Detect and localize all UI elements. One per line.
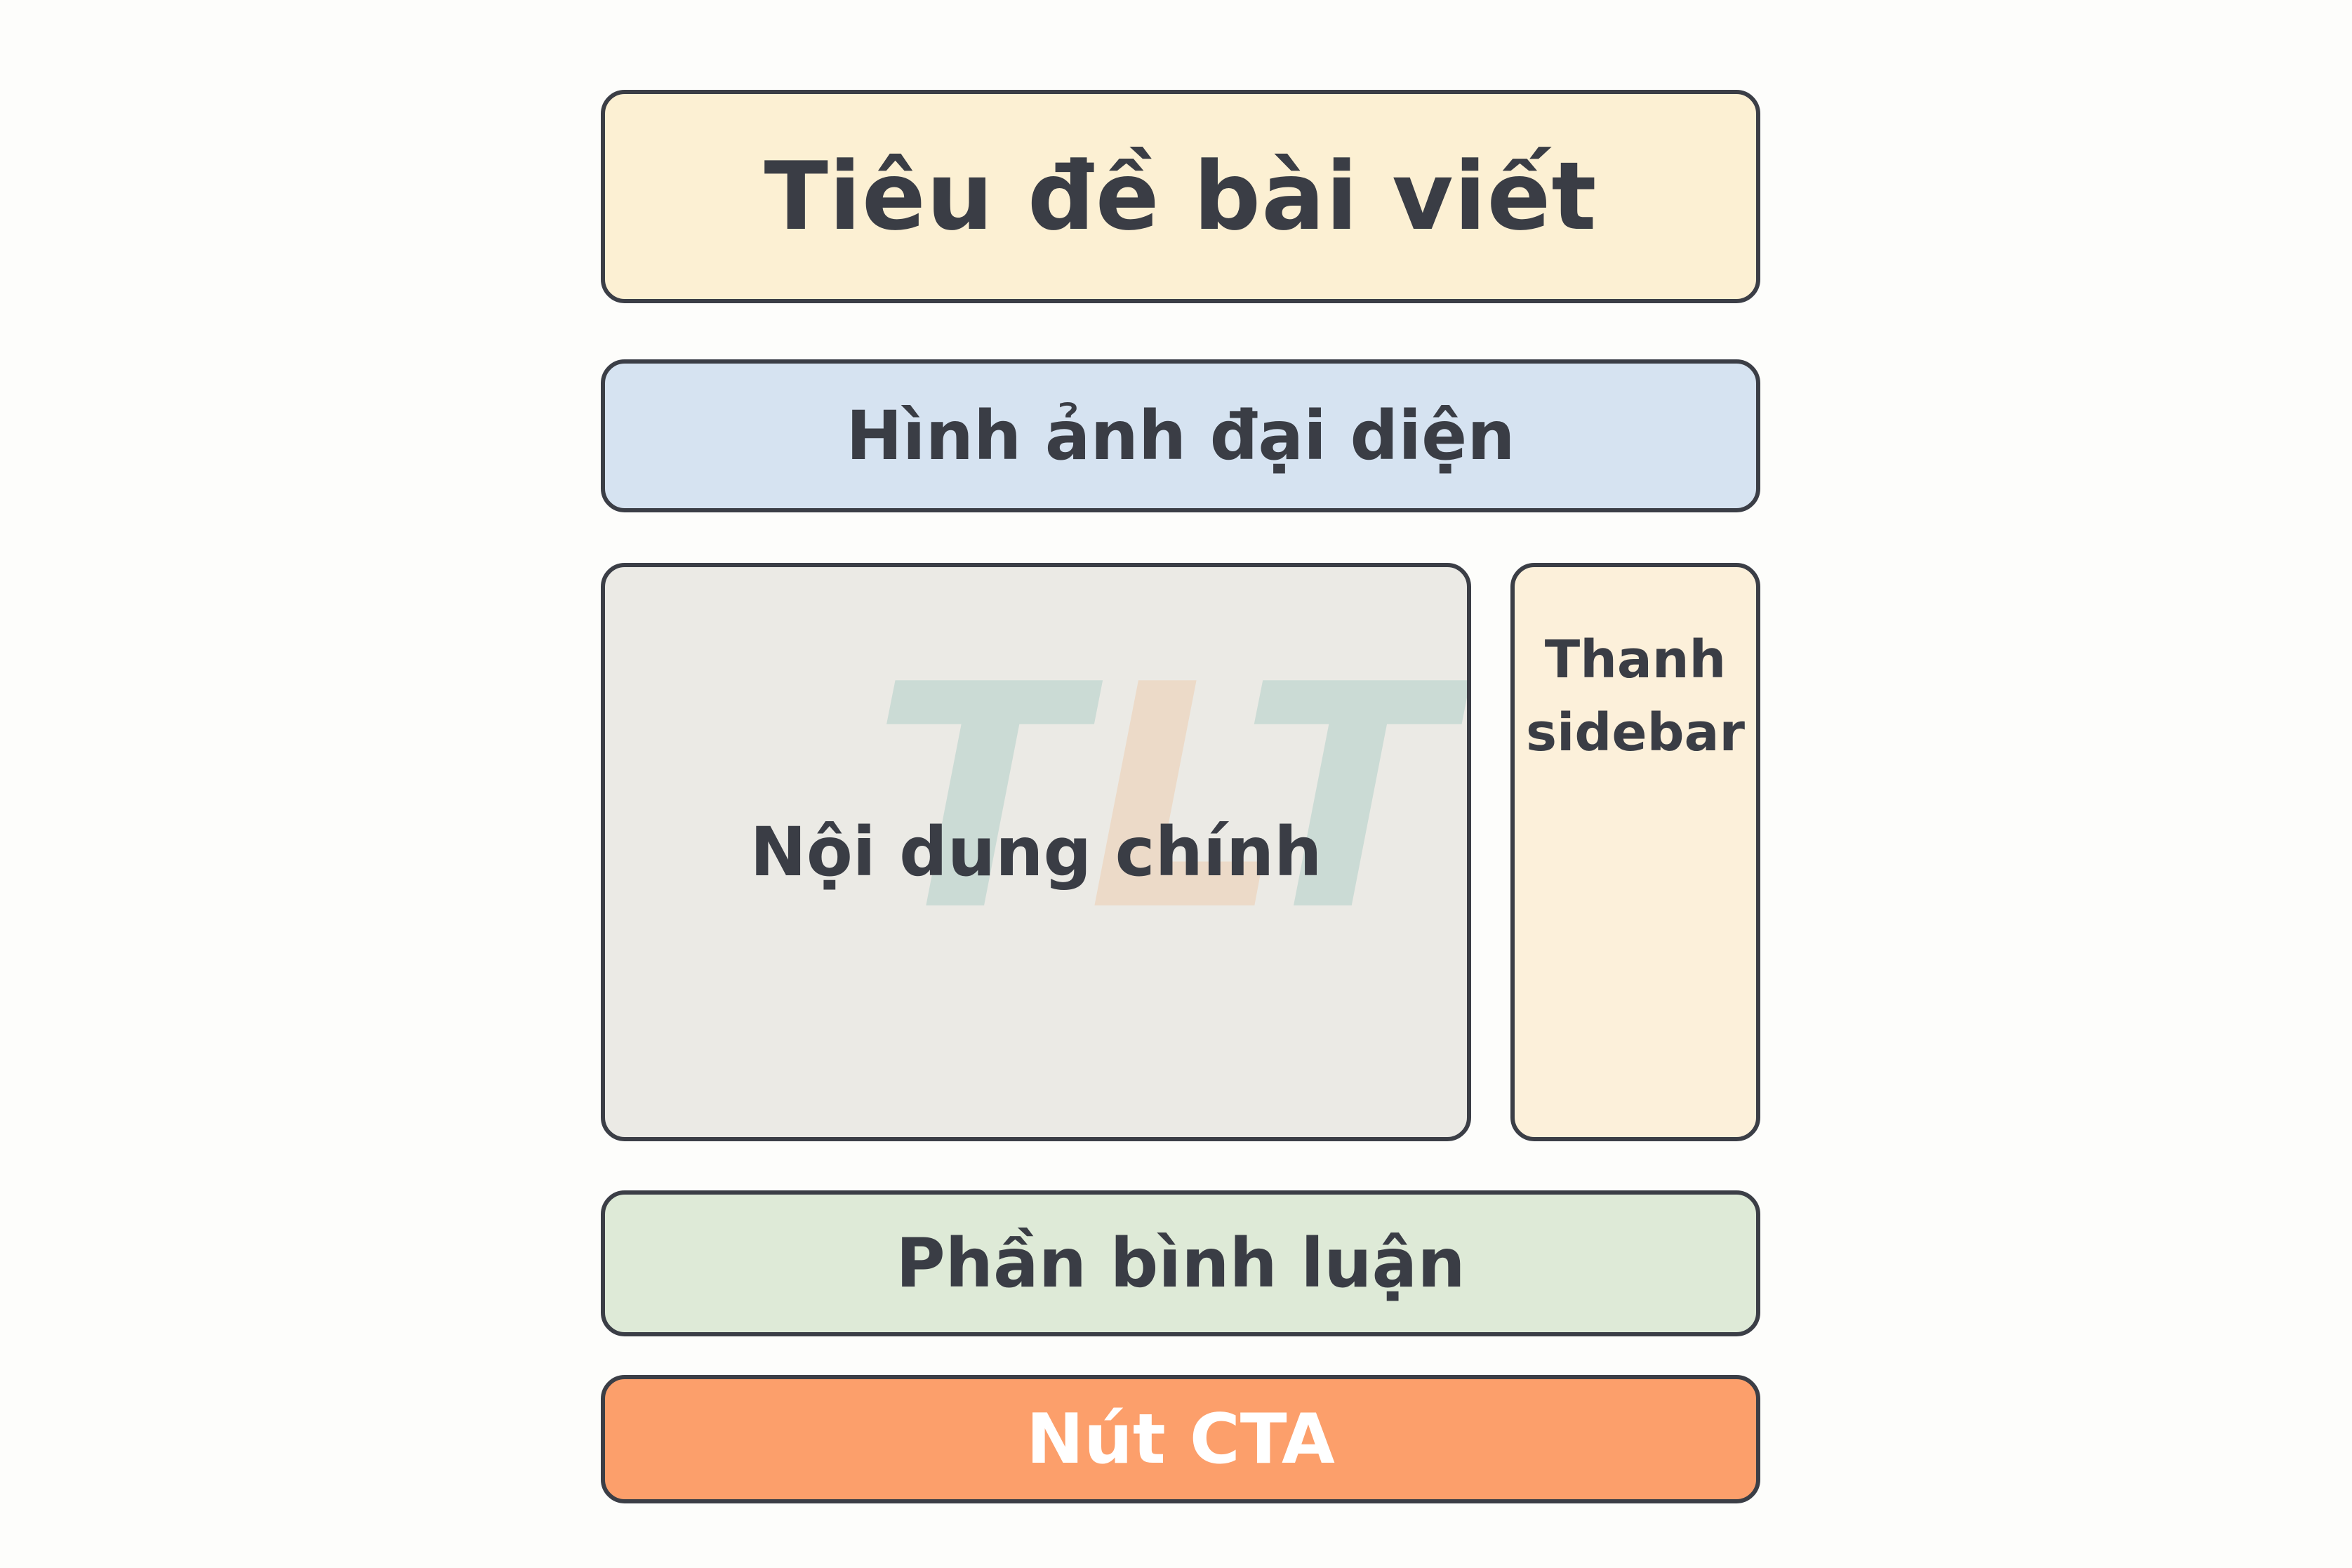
- main-content-label: Nội dung chính: [750, 813, 1322, 891]
- main-content-block: TLT Nội dung chính: [601, 563, 1471, 1141]
- sidebar-label-line2: sidebar: [1526, 703, 1745, 763]
- post-title-label: Tiêu đề bài viết: [764, 142, 1597, 251]
- comments-label: Phần bình luận: [896, 1224, 1466, 1303]
- featured-image-block: Hình ảnh đại diện: [601, 359, 1760, 512]
- cta-button-block[interactable]: Nút CTA: [601, 1375, 1760, 1503]
- sidebar-block: Thanh sidebar: [1510, 563, 1760, 1141]
- post-title-block: Tiêu đề bài viết: [601, 90, 1760, 303]
- watermark-letter-l: L: [1088, 619, 1240, 978]
- tlt-watermark-logo: TLT: [872, 644, 1456, 953]
- sidebar-label: Thanh sidebar: [1526, 623, 1745, 769]
- sidebar-label-line1: Thanh: [1544, 630, 1727, 690]
- comments-block: Phần bình luận: [601, 1190, 1760, 1336]
- watermark-letter-t1: T: [872, 619, 1089, 978]
- watermark-letter-t2: T: [1239, 619, 1456, 978]
- cta-button-label: Nút CTA: [1026, 1399, 1335, 1480]
- featured-image-label: Hình ảnh đại diện: [846, 397, 1515, 475]
